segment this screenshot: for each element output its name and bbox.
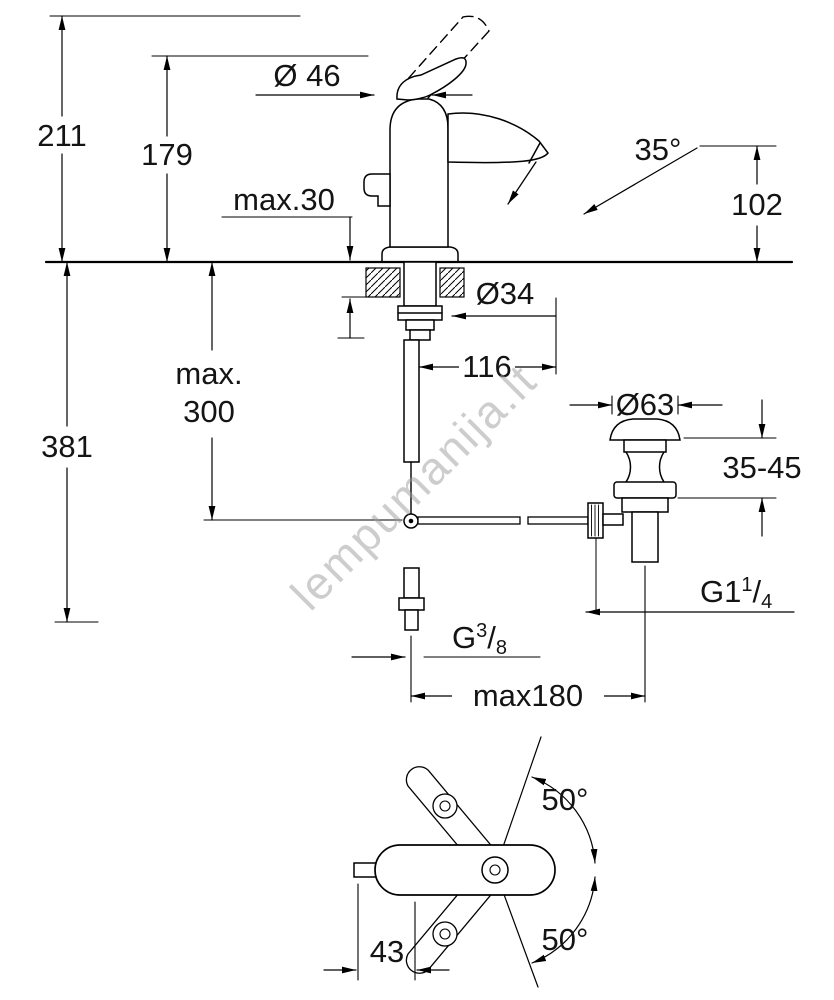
- dim-dia34-label: Ø34: [476, 276, 535, 311]
- dim-deck-thickness: max.30: [221, 182, 365, 339]
- faucet-top-view: 50° 50° 43: [323, 736, 598, 988]
- tailpiece-and-hose: [397, 261, 443, 631]
- pop-up-rod: [417, 502, 624, 613]
- dim-dia63-label: Ø63: [616, 387, 675, 422]
- dim-outlet-height: 102: [699, 145, 783, 263]
- dim-102-label: 102: [731, 187, 783, 222]
- dim-dia46-label: Ø 46: [273, 58, 340, 93]
- dim-max-label: max.: [175, 356, 242, 391]
- dim-flange-diameter: Ø63: [569, 387, 723, 422]
- dim-max180-label: max180: [473, 678, 583, 713]
- dim-below-height: 381: [41, 261, 99, 623]
- dim-aerator-height: 179: [141, 55, 369, 263]
- dim-deck-range: 35-45: [677, 399, 802, 537]
- dim-179-label: 179: [141, 137, 193, 172]
- dim-35-45-label: 35-45: [722, 450, 801, 485]
- swing-arc-lower: [531, 876, 598, 964]
- drain-thread-label: G11/4: [700, 574, 772, 613]
- dim-hose-thread: G3/8: [351, 620, 541, 661]
- dim-max30-label: max.30: [233, 182, 335, 217]
- dim-116-label: 116: [462, 349, 511, 384]
- dim-overall-height: 211: [37, 15, 301, 263]
- dim-381-label: 381: [41, 429, 93, 464]
- dim-35deg-label: 35°: [635, 132, 682, 167]
- dim-211-label: 211: [37, 118, 86, 153]
- dim-drain-thread: G11/4: [585, 574, 795, 616]
- dim-43-label: 43: [370, 934, 404, 969]
- dim-spout-reach: 116: [418, 297, 557, 384]
- dim-base-diameter: Ø 46: [255, 58, 473, 99]
- swing-arc-upper: [531, 776, 598, 864]
- dim-spout-angle: 35°: [507, 132, 698, 215]
- pop-up-waste: [609, 418, 681, 563]
- dim-horizontal-max: max180: [410, 565, 646, 713]
- dim-300-label: 300: [183, 394, 235, 429]
- dim-hose-length: max. 300: [175, 261, 403, 521]
- dim-50deg-lower-label: 50°: [542, 922, 589, 957]
- faucet-body-plan: [374, 844, 556, 896]
- dimensions: 211 179 Ø 46 max.30: [37, 15, 802, 713]
- dim-spout-offset: 43: [323, 883, 450, 981]
- faucet-side-view: [363, 15, 549, 263]
- hose-thread-label: G3/8: [452, 620, 507, 659]
- dim-50deg-upper-label: 50°: [542, 782, 589, 817]
- dim-hole-diameter: Ø34: [451, 276, 557, 320]
